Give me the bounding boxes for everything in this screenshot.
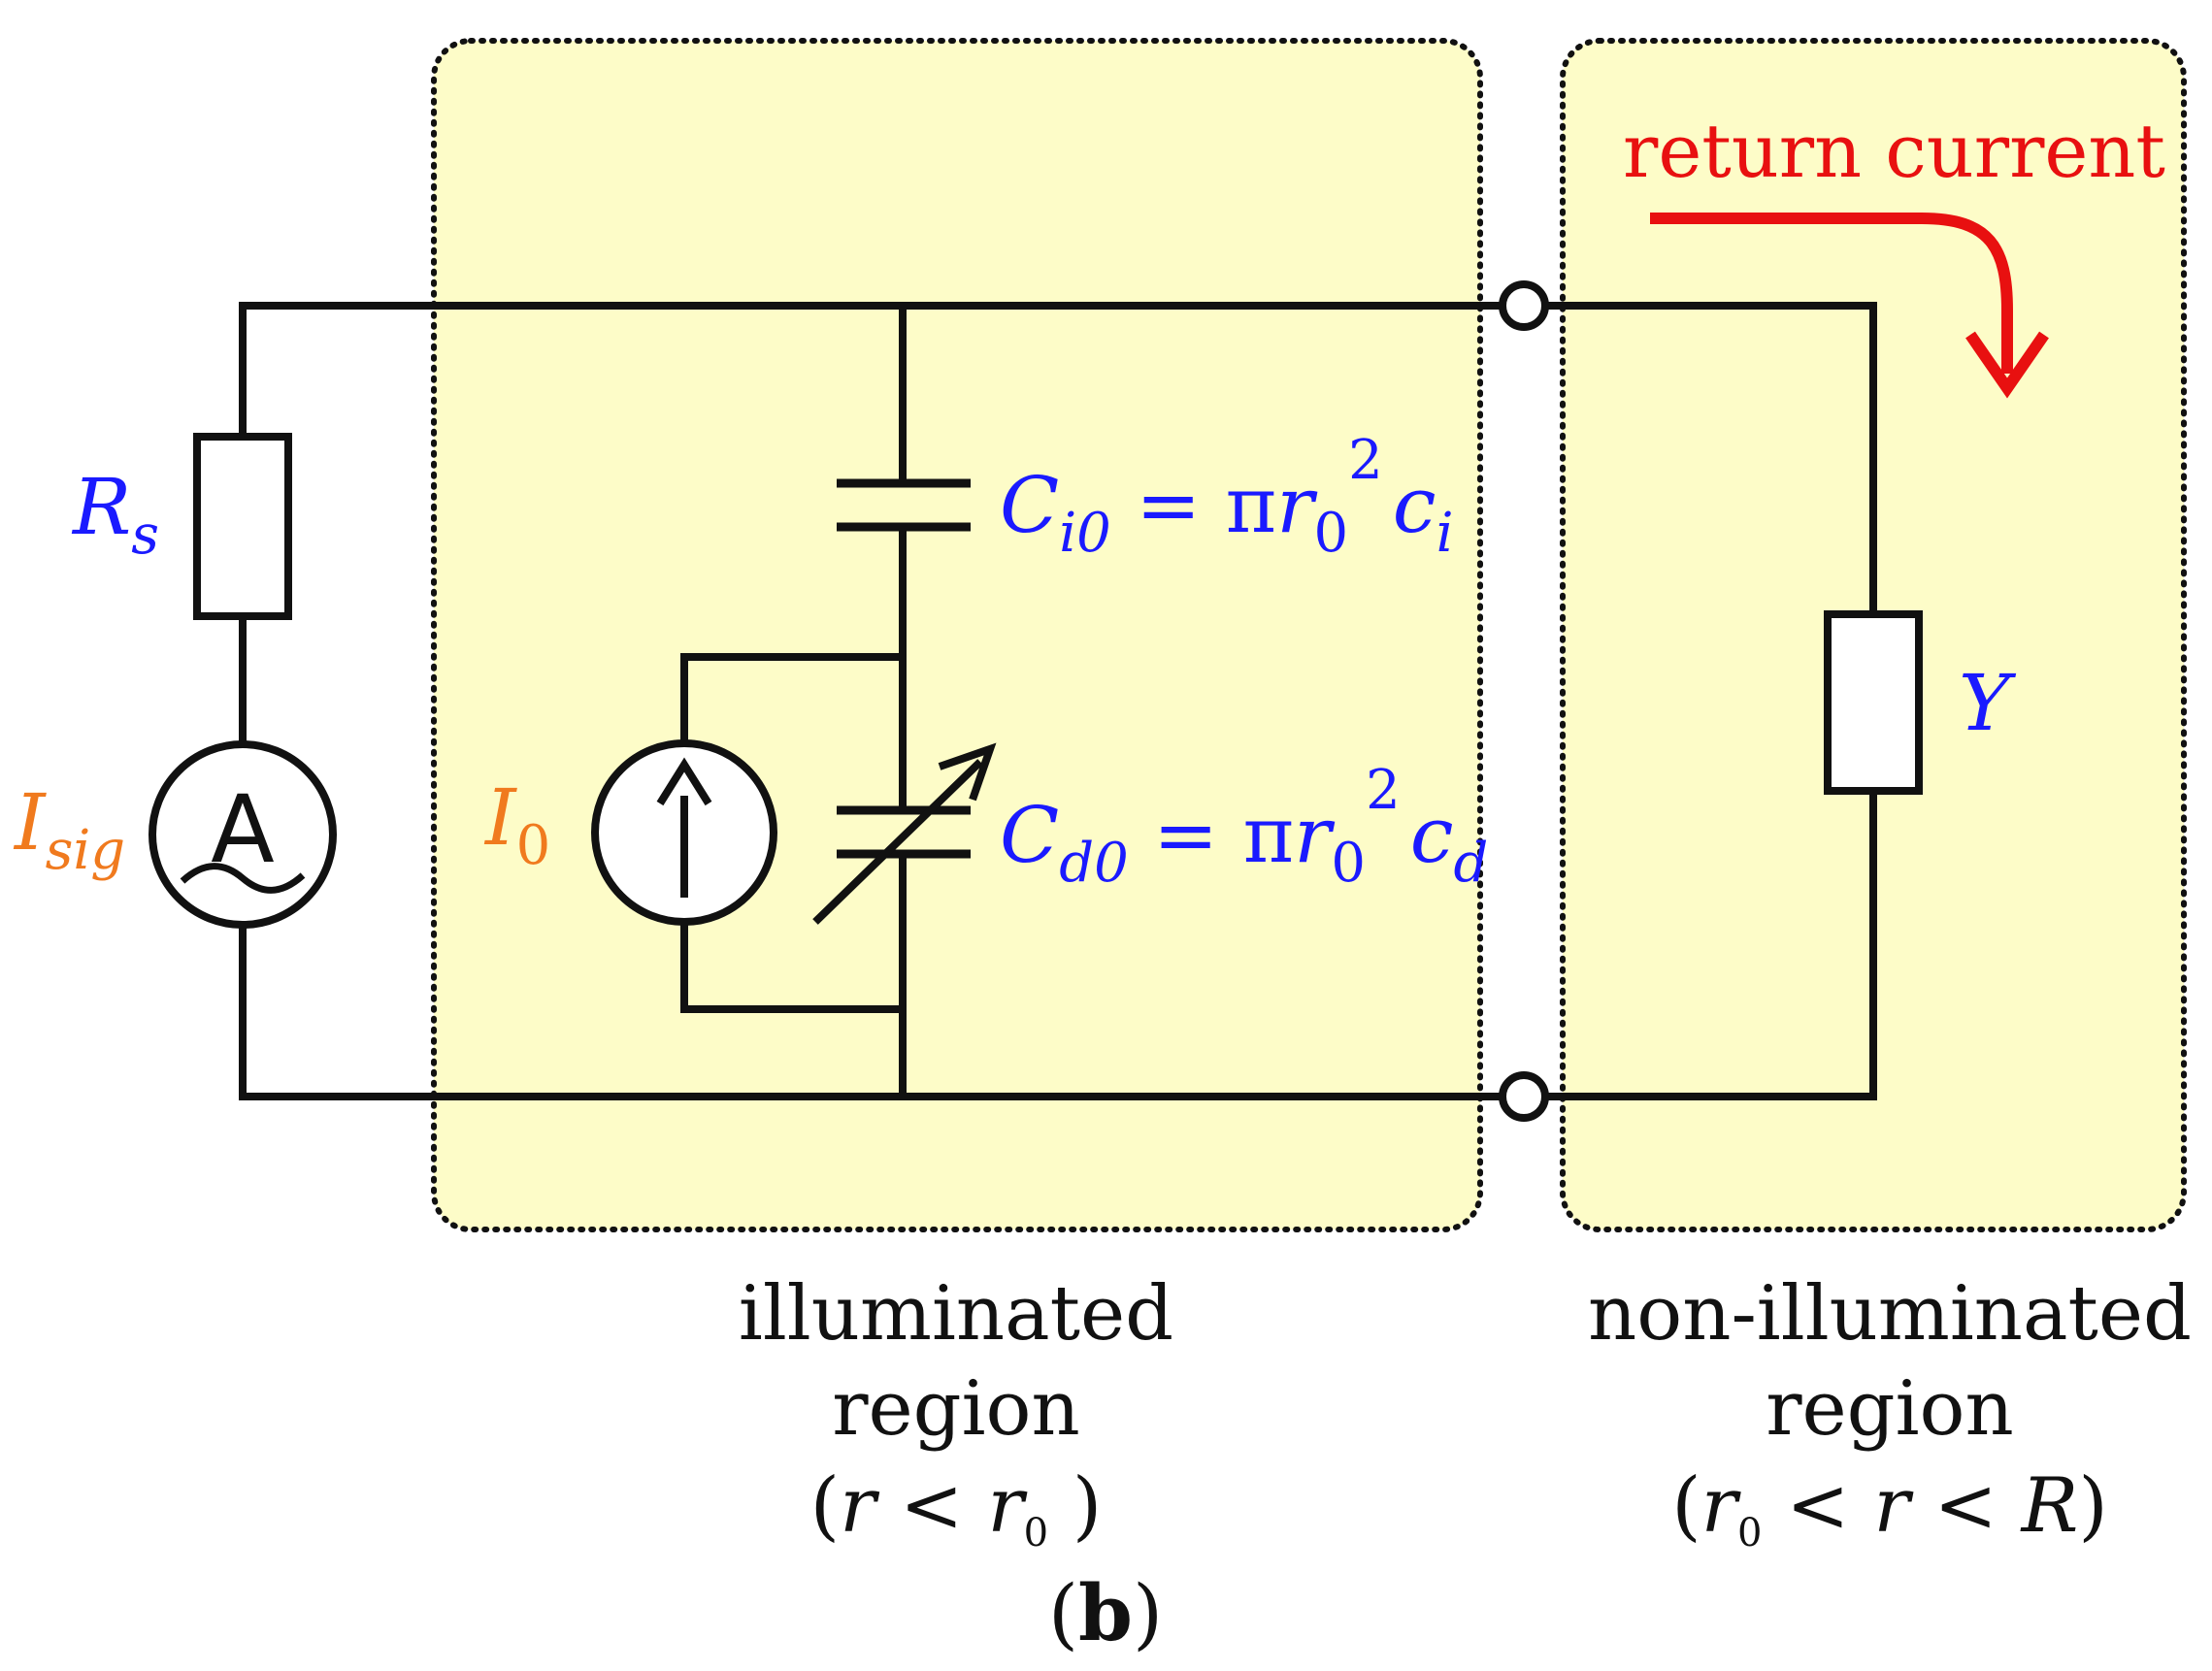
non-illuminated-cond-lt2: < xyxy=(1910,1462,2022,1550)
cd0-cd: c xyxy=(1410,790,1454,880)
illuminated-region-box xyxy=(431,38,1483,1232)
isig-main: I xyxy=(13,777,47,868)
figure-caption: (b) xyxy=(1048,1567,1163,1658)
non-illuminated-condition: (r0 < r < R) xyxy=(1671,1462,2108,1556)
cd0-r: r xyxy=(1294,790,1336,880)
ci0-rsub: 0 xyxy=(1313,502,1348,565)
non-illuminated-cond-lt1: < xyxy=(1762,1462,1873,1550)
cd0-c: C xyxy=(1000,790,1059,880)
caption-close: ) xyxy=(1133,1568,1163,1658)
illuminated-line1: illuminated xyxy=(739,1270,1173,1358)
ci0-r: r xyxy=(1276,460,1318,550)
terminal-top xyxy=(1499,280,1549,331)
illuminated-cond-close: ) xyxy=(1048,1462,1102,1550)
illuminated-cond-r0-sub: 0 xyxy=(1024,1511,1048,1556)
i0-main: I xyxy=(483,772,517,863)
resistor-rs xyxy=(193,433,292,620)
current-source-i0 xyxy=(591,739,777,926)
illuminated-cond-r: r xyxy=(840,1462,880,1550)
non-illuminated-cond-r: r xyxy=(1873,1462,1914,1550)
non-illuminated-cond-close: ) xyxy=(2078,1462,2107,1550)
capacitor-ci0 xyxy=(837,478,971,532)
cd0-rsub: 0 xyxy=(1331,832,1366,895)
wires xyxy=(239,302,1877,1100)
i0-sub: 0 xyxy=(516,814,551,877)
illuminated-condition: (r < r0 ) xyxy=(810,1462,1103,1556)
ci0-sub: i0 xyxy=(1059,502,1111,565)
rs-sub: s xyxy=(131,504,159,567)
illuminated-line2: region xyxy=(832,1365,1080,1453)
variable-capacitor-cd0 xyxy=(812,742,997,925)
caption-open: ( xyxy=(1048,1568,1078,1658)
return-current-arrow xyxy=(1650,213,2049,399)
y-label: Y xyxy=(1959,658,2017,748)
non-illuminated-cond-r0: r xyxy=(1701,1462,1742,1550)
cd0-eq: = π xyxy=(1129,790,1294,880)
rs-label: Rs xyxy=(71,462,159,567)
terminal-bottom xyxy=(1499,1071,1549,1122)
caption-letter: b xyxy=(1078,1567,1133,1658)
resistor-y xyxy=(1824,610,1923,795)
isig-label: Isig xyxy=(13,777,125,882)
non-illuminated-cond-R: R xyxy=(2020,1462,2079,1550)
cd0-sup: 2 xyxy=(1366,759,1401,822)
non-illuminated-line2: region xyxy=(1766,1365,2014,1453)
ammeter: A xyxy=(149,740,337,929)
ci0-c: C xyxy=(1000,460,1059,550)
non-illuminated-cond-open: ( xyxy=(1671,1462,1700,1550)
illuminated-cond-lt: < xyxy=(875,1462,987,1550)
cd0-sub: d0 xyxy=(1059,832,1128,895)
ci0-ci: c xyxy=(1393,460,1436,550)
i0-label: I0 xyxy=(483,772,550,877)
non-illuminated-line1: non-illuminated xyxy=(1588,1270,2192,1358)
ci0-cisub: i xyxy=(1436,502,1454,565)
ci0-sup: 2 xyxy=(1348,429,1383,492)
illuminated-cond-open: ( xyxy=(810,1462,840,1550)
ci0-eq: = π xyxy=(1111,460,1276,550)
non-illuminated-cond-r0-sub: 0 xyxy=(1737,1511,1762,1556)
isig-sub: sig xyxy=(46,819,126,882)
cd0-cdsub: d xyxy=(1454,832,1489,895)
rs-main: R xyxy=(71,462,131,552)
return-current-label: return current xyxy=(1623,108,2165,194)
illuminated-cond-r0: r xyxy=(987,1462,1028,1550)
